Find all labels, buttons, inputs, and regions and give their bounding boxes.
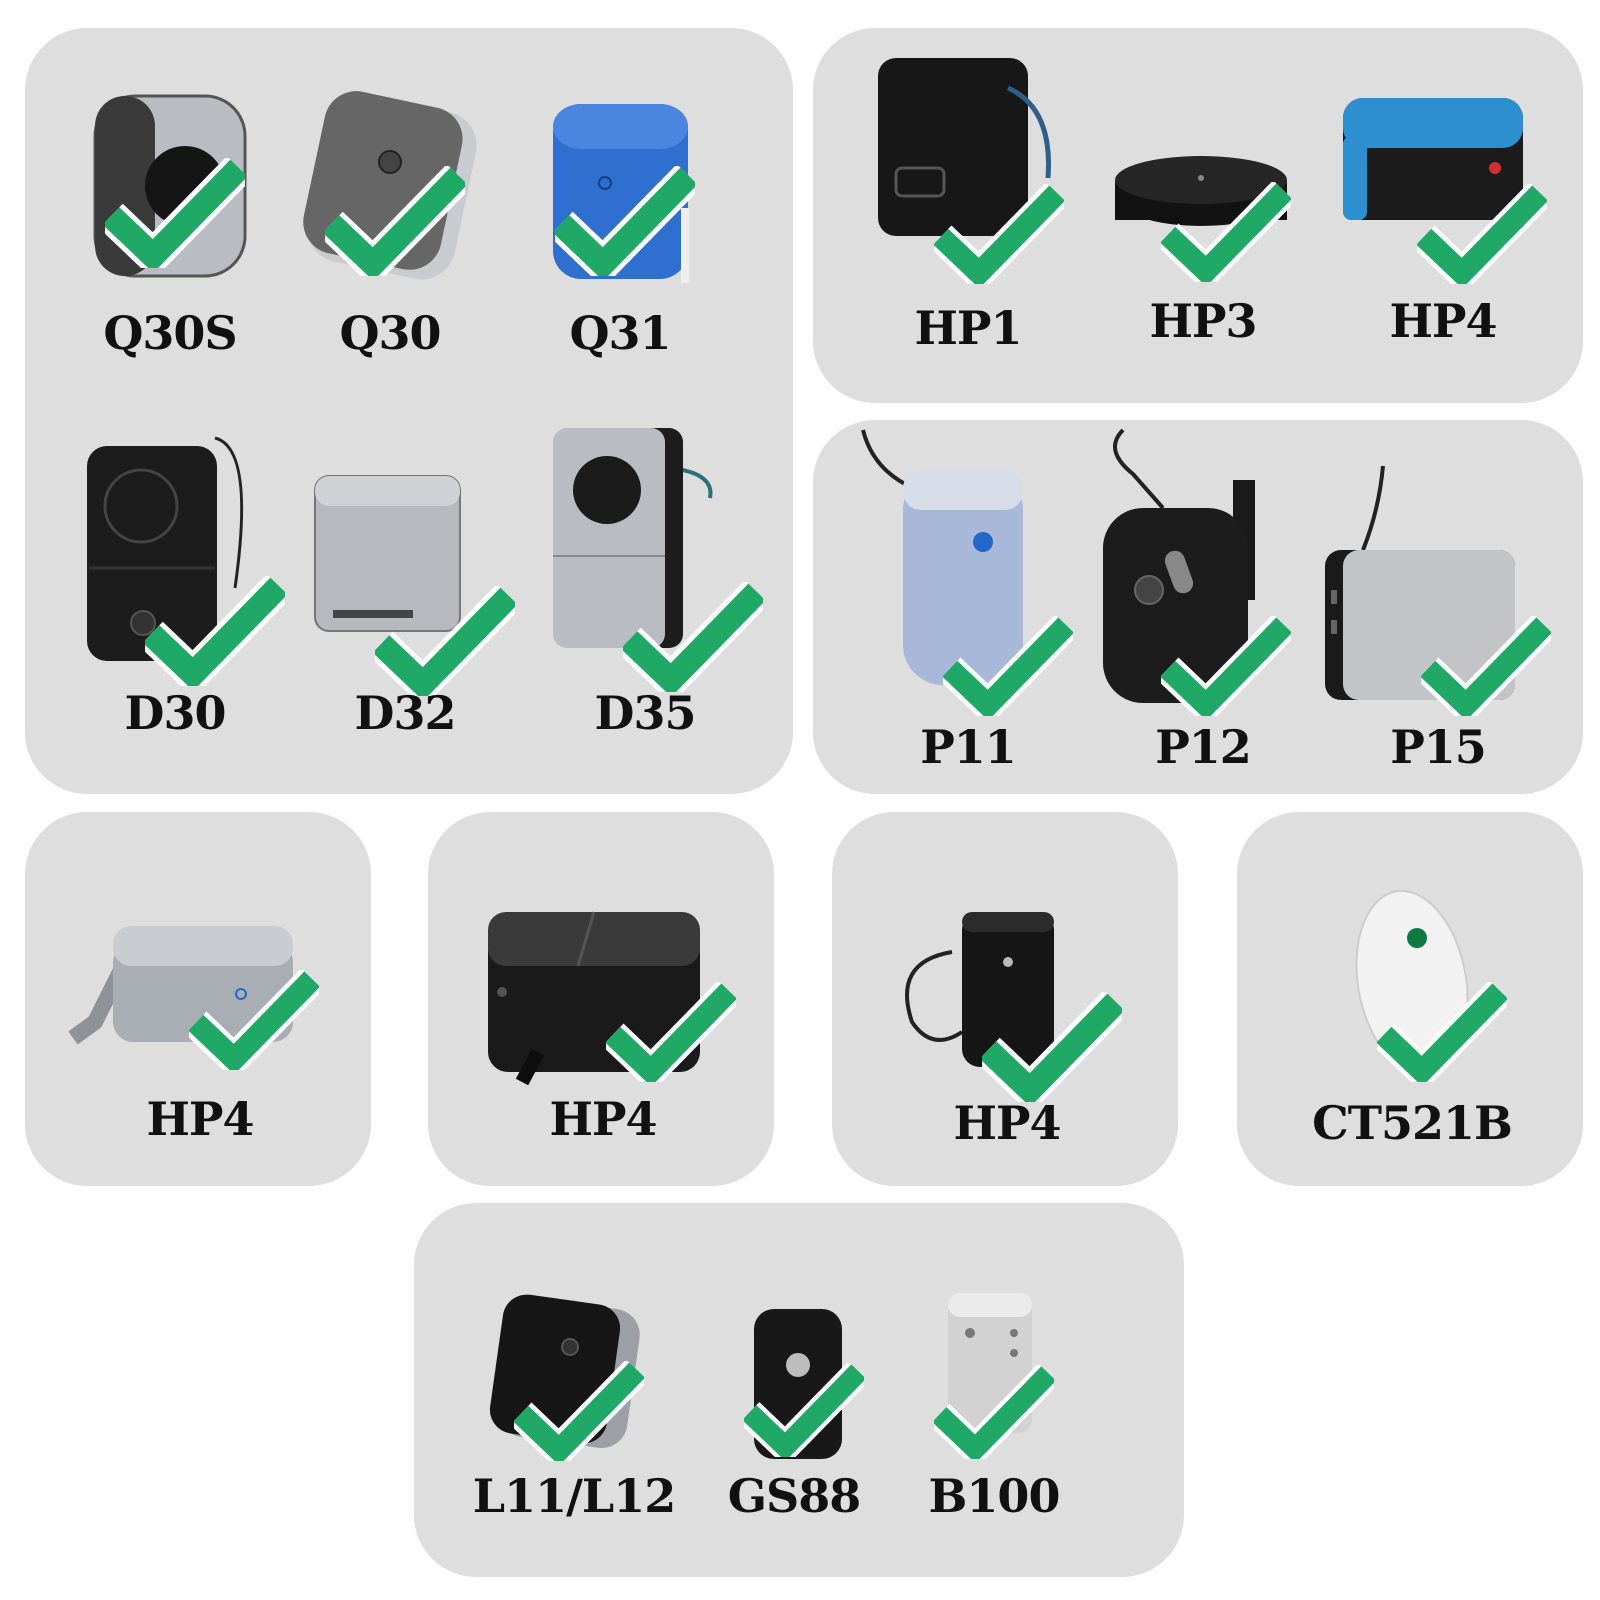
check-mark-icon xyxy=(934,1365,1054,1459)
check-mark-icon xyxy=(1161,182,1291,282)
product-label: HP4 xyxy=(549,1092,657,1146)
check-mark-icon xyxy=(1421,616,1551,716)
check-mark-icon xyxy=(514,1361,644,1461)
printer-hp3-icon xyxy=(1115,156,1287,226)
product-label: HP4 xyxy=(1389,294,1497,348)
printer-hp4-icon xyxy=(1343,98,1523,220)
product-card: HP4 xyxy=(862,882,1152,1162)
product-label: D30 xyxy=(124,686,227,740)
product-label: D35 xyxy=(594,686,697,740)
product-card: Q30S xyxy=(85,58,255,360)
product-card: Q30 xyxy=(303,58,477,360)
product-card: P11 xyxy=(861,429,1073,774)
panel-single-3: HP4 xyxy=(832,812,1178,1186)
panel-q-d-series: Q30S Q30 Q31 D30 xyxy=(25,28,793,794)
panel-single-4: CT521B xyxy=(1237,812,1583,1186)
product-label: Q30S xyxy=(103,306,237,360)
printer-hp4-black-icon xyxy=(488,911,700,1086)
product-card: HP4 xyxy=(55,882,345,1162)
printer-p15-icon xyxy=(1325,465,1515,700)
product-label: HP3 xyxy=(1149,294,1257,348)
product-label: HP4 xyxy=(146,1092,254,1146)
check-mark-icon xyxy=(934,184,1064,284)
product-label: L11/L12 xyxy=(472,1469,677,1523)
printer-hp4-strap-icon xyxy=(905,912,1054,1067)
product-label: D32 xyxy=(354,686,457,740)
panel-p-series: P11 P12 P15 xyxy=(813,420,1583,794)
check-mark-icon xyxy=(105,158,245,268)
check-mark-icon xyxy=(1161,616,1291,716)
check-mark-icon xyxy=(606,982,736,1082)
product-label: B100 xyxy=(928,1469,1061,1523)
printer-d30-icon xyxy=(87,436,244,661)
product-card: HP4 xyxy=(458,882,748,1162)
check-mark-icon xyxy=(555,166,695,276)
printer-hp1-icon xyxy=(878,58,1051,236)
product-card: D30 xyxy=(75,428,275,748)
product-label: HP1 xyxy=(914,301,1022,355)
product-label: P11 xyxy=(920,720,1017,774)
panel-single-2: HP4 xyxy=(428,812,774,1186)
product-card: HP4 xyxy=(1333,58,1553,358)
panel-hp-series: HP1 HP3 HP4 xyxy=(813,28,1583,403)
product-label: CT521B xyxy=(1312,1096,1513,1150)
product-card: B100 xyxy=(914,1293,1074,1563)
product-label: HP4 xyxy=(953,1096,1061,1150)
check-mark-icon xyxy=(189,970,319,1070)
product-card: GS88 xyxy=(714,1293,874,1563)
printer-p11-icon xyxy=(861,429,1023,685)
check-mark-icon xyxy=(744,1363,864,1457)
check-mark-icon xyxy=(1377,982,1507,1082)
panel-single-1: HP4 xyxy=(25,812,371,1186)
product-label: P12 xyxy=(1155,720,1252,774)
product-card: L11/L12 xyxy=(473,1293,676,1563)
printer-p12-icon xyxy=(1103,428,1255,703)
product-card: HP3 xyxy=(1103,58,1303,358)
check-mark-icon xyxy=(145,576,285,686)
product-card: CT521B xyxy=(1267,882,1557,1162)
product-label: Q31 xyxy=(569,306,671,360)
check-mark-icon xyxy=(623,582,763,692)
product-label: P15 xyxy=(1390,720,1487,774)
product-label: Q30 xyxy=(339,306,441,360)
product-card: P15 xyxy=(1323,430,1553,774)
panel-l-gs-b-series: L11/L12 GS88 B100 xyxy=(414,1203,1184,1577)
printer-d35-icon xyxy=(553,428,713,648)
check-mark-icon xyxy=(1417,184,1547,284)
product-card: HP1 xyxy=(868,58,1068,358)
product-card: D32 xyxy=(305,428,505,748)
product-card: P12 xyxy=(1103,428,1303,774)
check-mark-icon xyxy=(325,166,465,276)
printer-hp4-silver-icon xyxy=(68,926,293,1045)
check-mark-icon xyxy=(943,616,1073,716)
printer-d32-icon xyxy=(314,475,461,632)
check-mark-icon xyxy=(982,992,1122,1102)
product-card: Q31 xyxy=(535,58,705,360)
product-label: GS88 xyxy=(727,1469,862,1523)
product-card: D35 xyxy=(545,428,745,748)
check-mark-icon xyxy=(375,586,515,696)
